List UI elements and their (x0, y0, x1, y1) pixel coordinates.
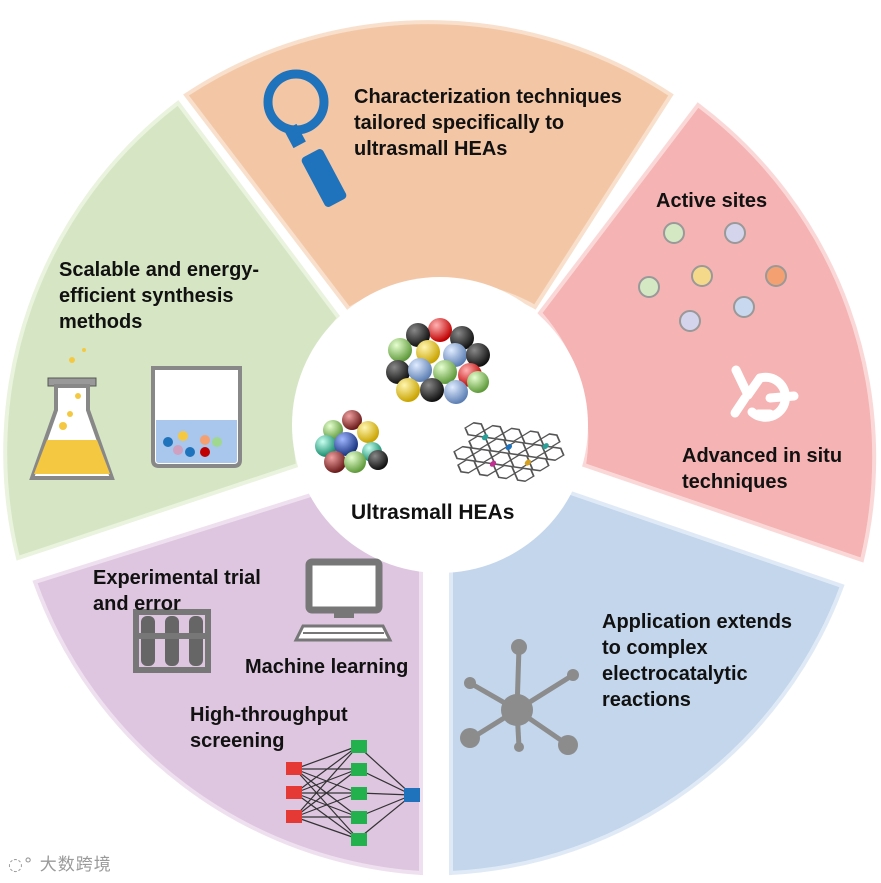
watermark: ◌° 大数跨境 (8, 850, 112, 875)
computer-icon (293, 558, 393, 642)
center-circle (292, 277, 588, 573)
center-label: Ultrasmall HEAs (351, 501, 515, 524)
watermark-logo-icon: ◌° (8, 855, 34, 875)
flask-icon (29, 348, 115, 480)
test-tubes-icon (133, 609, 211, 673)
molecule-network-icon (460, 639, 579, 755)
characterization-label: Characterization techniques tailored spe… (354, 86, 622, 160)
graphene-icon (453, 422, 565, 483)
active-sites-icon (638, 222, 787, 332)
magnifier-icon (263, 69, 347, 207)
machine-learning-label: Machine learning (245, 656, 409, 678)
screening-label: High-throughput screening (190, 704, 348, 752)
trial-label: Experimental trial and error (93, 567, 261, 615)
active-sites-label: Active sites (656, 190, 768, 212)
application-label: Application extends to complex electroca… (602, 611, 793, 711)
in-situ-label: Advanced in situ techniques (682, 445, 843, 493)
nanoparticle-icon (386, 318, 490, 404)
beaker-icon (151, 366, 242, 468)
synthesis-label: Scalable and energy- efficient synthesis… (59, 259, 260, 333)
watermark-text: 大数跨境 (39, 855, 112, 875)
neural-network-icon (286, 740, 420, 846)
small-nanoparticle-icon (315, 410, 388, 473)
catalyst-site-icon (730, 365, 799, 422)
